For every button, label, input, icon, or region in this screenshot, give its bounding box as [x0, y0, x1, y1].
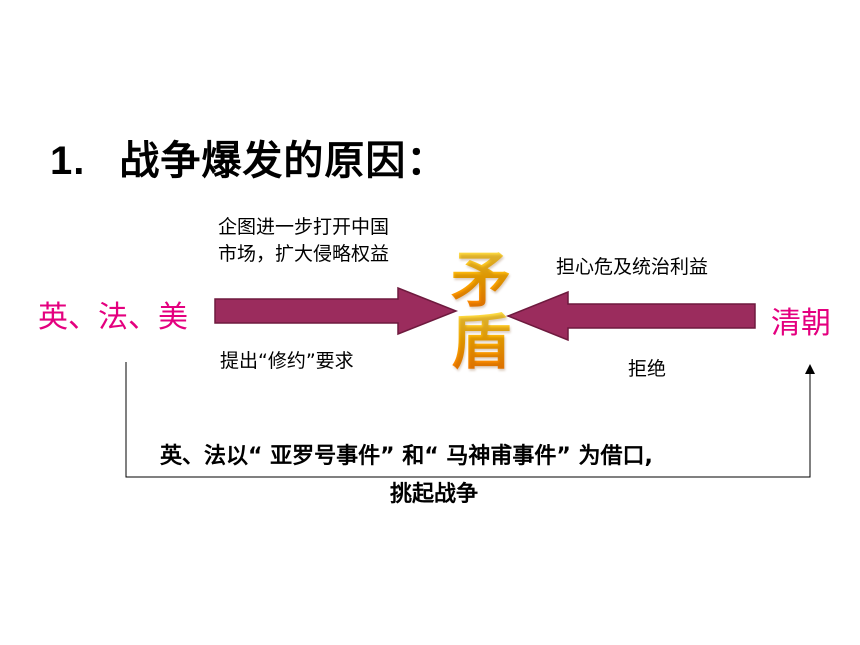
- feedback-line: [125, 362, 811, 478]
- left-demand-text: 提出“修约”要求: [220, 350, 354, 372]
- right-party-label: 清朝: [771, 306, 831, 341]
- conflict-char-1: 矛: [451, 246, 511, 316]
- left-reason-text: 企图进一步打开中国 市场，扩大侵略权益: [218, 214, 389, 268]
- war-pretext-line-1: 英、法以“ 亚罗号事件” 和“ 马神甫事件” 为借口,: [160, 444, 653, 469]
- title-text: 战争爆发的原因：: [119, 138, 448, 184]
- left-reason-line-1: 企图进一步打开中国: [218, 216, 390, 238]
- page-title: 1. 战争爆发的原因：: [50, 128, 447, 186]
- conflict-label: 矛 盾: [446, 250, 516, 374]
- right-response-text: 拒绝: [628, 358, 667, 380]
- feedback-arrowhead: [805, 364, 815, 374]
- title-number: 1.: [50, 139, 86, 183]
- conflict-char-2: 盾: [451, 308, 511, 378]
- left-reason-line-2: 市场，扩大侵略权益: [218, 243, 390, 265]
- left-arrow: [214, 286, 459, 336]
- right-arrow: [505, 290, 756, 342]
- war-pretext-text: 英、法以“ 亚罗号事件” 和“ 马神甫事件” 为借口, 挑起战争: [160, 438, 653, 514]
- left-party-label: 英、法、美: [38, 300, 188, 335]
- right-reason-text: 担心危及统治利益: [556, 256, 709, 278]
- war-pretext-line-2: 挑起战争: [390, 482, 479, 507]
